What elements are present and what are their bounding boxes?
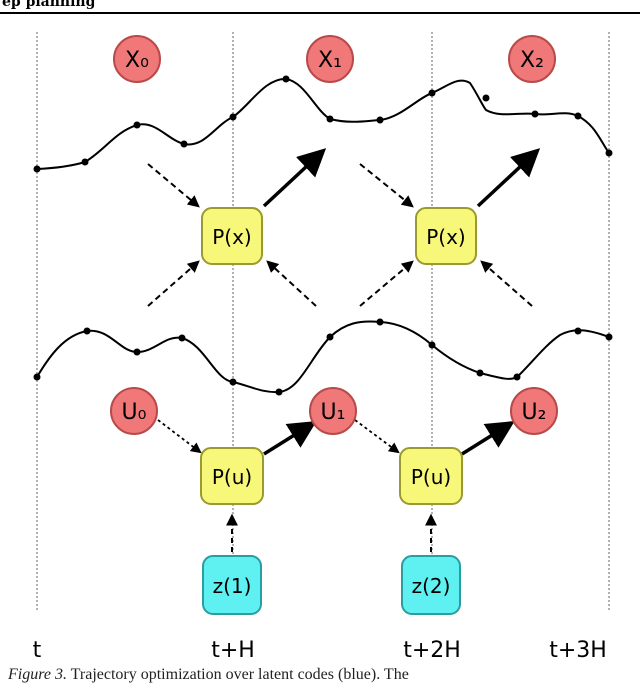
svg-text:X₀: X₀ — [125, 48, 149, 73]
svg-text:X₂: X₂ — [520, 48, 544, 73]
timeline-label-t-h: t+H — [211, 638, 255, 660]
svg-text:U₁: U₁ — [321, 400, 346, 425]
svg-text:X₁: X₁ — [318, 48, 342, 73]
state-node-x1: X₁ — [306, 35, 354, 83]
section-title: ep planning — [2, 0, 96, 10]
timeline-label-t-2h: t+2H — [403, 638, 461, 660]
action-node-u1: U₁ — [309, 387, 357, 435]
pu-arrows — [157, 419, 515, 552]
planner-pu-2: P(u) — [399, 447, 463, 505]
svg-text:P(u): P(u) — [411, 465, 451, 489]
page-header: ep planning — [0, 0, 640, 16]
action-trajectory — [36, 320, 610, 394]
time-gridlines — [36, 32, 610, 612]
action-trajectory-points — [33, 318, 613, 396]
header-rule — [0, 12, 640, 14]
latent-z2: z(2) — [401, 555, 461, 615]
svg-text:P(x): P(x) — [426, 225, 466, 249]
px-arrows — [147, 148, 541, 307]
svg-text:P(u): P(u) — [212, 465, 252, 489]
planner-pu-1: P(u) — [200, 447, 264, 505]
state-trajectory — [36, 77, 610, 170]
svg-text:U₀: U₀ — [122, 400, 147, 425]
svg-text:U₂: U₂ — [522, 400, 547, 425]
caption-label: Figure 3. — [8, 666, 67, 683]
planner-px-1: P(x) — [201, 207, 263, 265]
action-node-u2: U₂ — [510, 387, 558, 435]
action-node-u0: U₀ — [110, 387, 158, 435]
state-node-x0: X₀ — [113, 35, 161, 83]
state-node-x2: X₂ — [508, 35, 556, 83]
figure-caption: Figure 3. Trajectory optimization over l… — [8, 666, 640, 684]
latent-z1: z(1) — [202, 555, 262, 615]
svg-text:z(1): z(1) — [213, 574, 252, 598]
svg-text:P(x): P(x) — [212, 225, 252, 249]
svg-text:z(2): z(2) — [412, 574, 451, 598]
caption-text: Trajectory optimization over latent code… — [70, 666, 409, 683]
timeline-labels: t t+H t+2H t+3H — [33, 638, 607, 660]
timeline-label-t-3h: t+3H — [549, 638, 607, 660]
trajectory-figure: X₀ X₁ X₂ P(x) P(x) U₀ U₁ U₂ P(u) P(u) — [33, 32, 613, 660]
planner-px-2: P(x) — [415, 207, 477, 265]
timeline-label-t: t — [33, 638, 42, 660]
state-trajectory-points — [33, 75, 613, 173]
